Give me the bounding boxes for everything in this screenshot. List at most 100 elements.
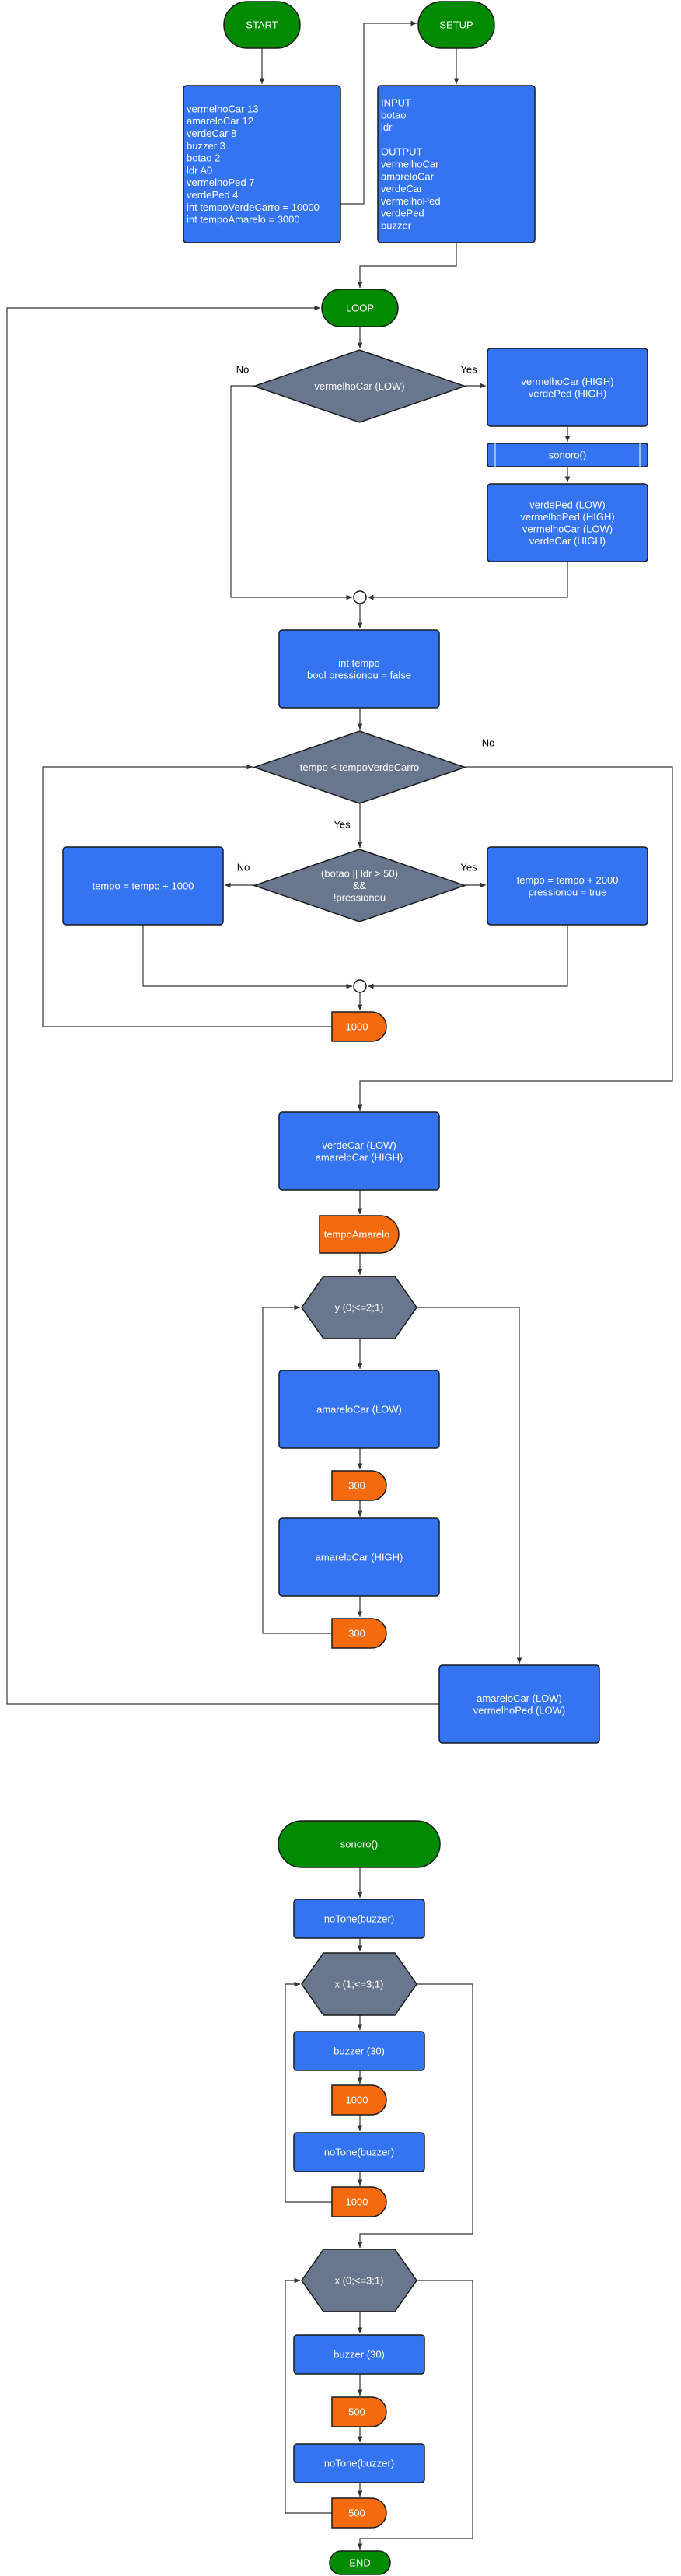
- edge-delay-loopx1-back: [285, 1981, 332, 2203]
- setup-io-block-label: amareloCar: [381, 170, 435, 182]
- edge-setup-loop: [357, 243, 457, 288]
- loop-terminal: LOOP: [321, 289, 399, 327]
- junction-after-vermelho: [353, 590, 367, 604]
- decision-botao-shape: [252, 849, 467, 922]
- delay-1000-label: 1000: [346, 1021, 368, 1033]
- loop-y-shape: [301, 1276, 417, 1339]
- amarelo-high-block-label: amareloCar (HIGH): [316, 1552, 403, 1563]
- variables-block-label: buzzer 3: [187, 140, 225, 152]
- edge-lights-junction: [368, 562, 568, 600]
- setup-io-block-label: buzzer: [381, 220, 412, 232]
- setup-io-block-shape: [377, 85, 536, 243]
- set-high-block: vermelhoCar (HIGH)verdePed (HIGH): [487, 348, 648, 427]
- loop-x-second: x (0;<=3;1): [301, 2249, 417, 2312]
- verde-low-block-label: verdeCar (LOW): [322, 1139, 396, 1151]
- loop-y-label: y (0;<=2;1): [335, 1302, 384, 1314]
- delay-500-second-shape: [331, 2497, 387, 2529]
- set-lights-block-label: verdePed (LOW): [529, 499, 606, 510]
- edge-vars-setup: [340, 20, 417, 205]
- decision-botao-label: !pressionou: [334, 892, 386, 904]
- variables-block-label: verdePed 4: [187, 189, 239, 201]
- buzzer-30-second-block-shape: [293, 2334, 425, 2375]
- buzzer-30-second-block-label: buzzer (30): [334, 2349, 385, 2361]
- variables-block-label: int tempoVerdeCarro = 10000: [187, 201, 320, 213]
- loop-x-second-shape: [301, 2249, 417, 2312]
- buzzer-30-first-block-shape: [293, 2031, 425, 2071]
- buzzer-30-first-block-label: buzzer (30): [334, 2046, 385, 2057]
- set-high-block-label: vermelhoCar (HIGH): [521, 376, 613, 387]
- verde-low-block-shape: [278, 1111, 440, 1191]
- edge-delay-loopy-back: [262, 1304, 332, 1634]
- tempo-plus-2000-block-label: tempo = tempo + 2000: [517, 874, 619, 886]
- loop-x-first-label: x (1;<=3;1): [335, 1979, 384, 1990]
- decision-botao-label: &&: [353, 880, 367, 891]
- delay-1000: 1000: [331, 1011, 387, 1042]
- delay-1000-shape: [331, 1011, 387, 1042]
- notone-third-block-label: noTone(buzzer): [324, 2458, 394, 2469]
- label-yes-tempo: Yes: [334, 819, 351, 831]
- loop-x-second-label: x (0;<=3;1): [335, 2275, 384, 2287]
- variables-block-label: vermelhoCar 13: [187, 103, 259, 114]
- init-tempo-block-label: int tempo: [338, 657, 379, 669]
- decision-vermelhocar-shape: [252, 349, 467, 423]
- init-tempo-block-shape: [278, 629, 440, 709]
- notone-first-block-label: noTone(buzzer): [324, 1913, 394, 1925]
- delay-300-first-label: 300: [348, 1480, 365, 1492]
- delay-500-first-shape: [331, 2396, 387, 2427]
- sonoro-start-terminal-label: sonoro(): [340, 1839, 378, 1850]
- setup-terminal-label: SETUP: [439, 19, 473, 31]
- delay-300-second: 300: [331, 1618, 387, 1649]
- variables-block-label: amareloCar 12: [187, 115, 253, 127]
- amarelo-end-block-label: amareloCar (LOW): [477, 1692, 562, 1704]
- decision-tempo: tempo < tempoVerdeCarro: [252, 730, 467, 804]
- setup-io-block-label: INPUT: [381, 97, 411, 109]
- sonoro-call-shape: [487, 443, 648, 467]
- variables-block-label: botao 2: [187, 152, 220, 164]
- sonoro-start-terminal-shape: [278, 1820, 441, 1868]
- init-tempo-block-label: bool pressionou = false: [307, 669, 411, 681]
- amarelo-low-block: amareloCar (LOW): [278, 1370, 440, 1449]
- set-lights-block-label: verdeCar (HIGH): [529, 535, 606, 547]
- amarelo-end-block-shape: [438, 1664, 600, 1744]
- tempo-plus-2000-block-label: pressionou = true: [529, 886, 607, 898]
- delay-300-second-label: 300: [348, 1628, 365, 1640]
- sonoro-call: sonoro(): [487, 443, 648, 467]
- end-terminal: END: [329, 2550, 391, 2575]
- notone-second-block: noTone(buzzer): [293, 2132, 425, 2172]
- variables-block-label: int tempoAmarelo = 3000: [187, 214, 300, 226]
- setup-io-block-label: ldr: [381, 121, 393, 133]
- set-lights-block: verdePed (LOW)vermelhoPed (HIGH)vermelho…: [487, 483, 648, 562]
- edge-loopx2-exit: [357, 2280, 473, 2550]
- setup-terminal: SETUP: [417, 1, 495, 49]
- decision-botao-label: (botao || ldr > 50): [321, 868, 398, 880]
- delay-1000-second: 1000: [331, 2186, 387, 2217]
- delay-1000-first-label: 1000: [346, 2095, 368, 2106]
- end-terminal-label: END: [349, 2557, 370, 2569]
- edge-plus2000-junction: [368, 925, 568, 989]
- edge-end-loop-back: [6, 305, 439, 1705]
- notone-second-block-label: noTone(buzzer): [324, 2147, 394, 2158]
- setup-io-block-label: OUTPUT: [381, 146, 423, 158]
- delay-1000-second-shape: [331, 2186, 387, 2217]
- variables-block-shape: [183, 85, 341, 243]
- set-high-block-shape: [487, 348, 648, 427]
- delay-tempoamarelo: tempoAmarelo: [319, 1215, 400, 1254]
- notone-third-block: noTone(buzzer): [293, 2443, 425, 2483]
- edge-tempo-no: [357, 766, 673, 1111]
- delay-300-first-shape: [331, 1470, 387, 1501]
- amarelo-high-block: amareloCar (HIGH): [278, 1517, 440, 1597]
- loop-x-first: x (1;<=3;1): [301, 1952, 417, 2016]
- edge-loopx1-exit: [357, 1983, 473, 2248]
- delay-tempoamarelo-shape: [319, 1215, 400, 1254]
- edge-delay-loopback: [42, 764, 332, 1027]
- decision-vermelhocar-label: vermelhoCar (LOW): [314, 380, 404, 392]
- label-yes-vermelho: Yes: [460, 364, 477, 376]
- delay-1000-second-label: 1000: [346, 2196, 368, 2208]
- buzzer-30-first-block: buzzer (30): [293, 2031, 425, 2071]
- setup-io-block-label: botao: [381, 109, 407, 121]
- delay-500-first: 500: [331, 2396, 387, 2427]
